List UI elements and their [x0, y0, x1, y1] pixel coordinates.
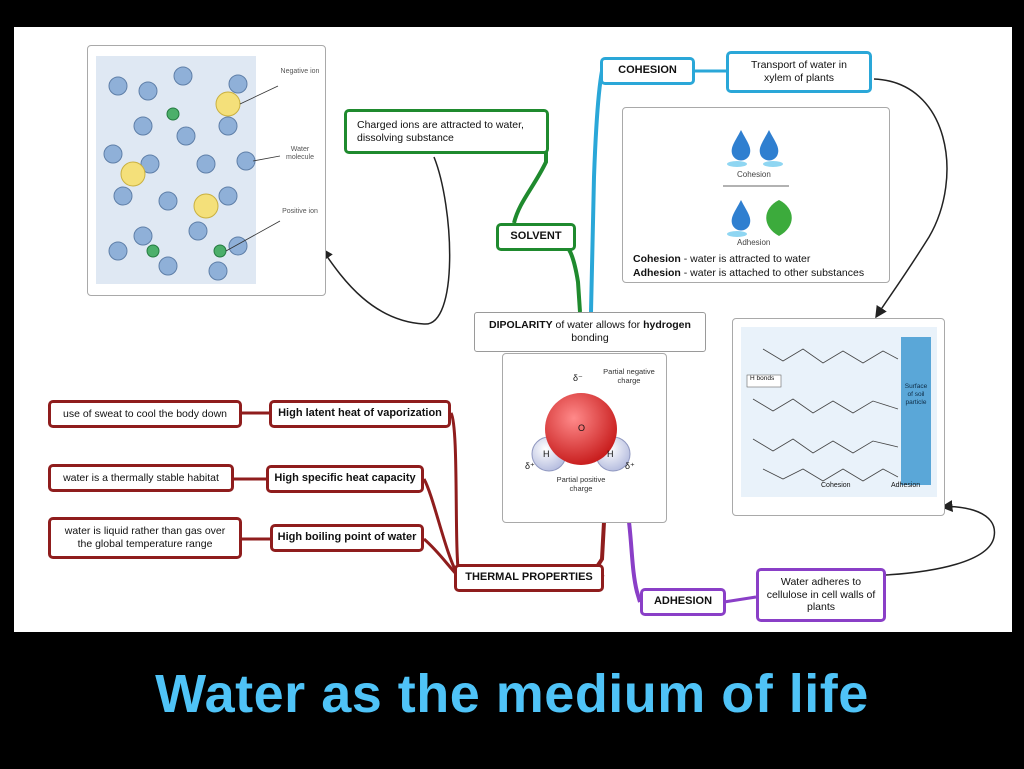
cohesion-label: COHESION	[600, 57, 695, 85]
dipolarity-text: DIPOLARITY of water allows for hydrogen b…	[489, 319, 691, 344]
bonding-word: bonding	[571, 332, 609, 344]
hydrogen-right-label: H	[607, 449, 614, 459]
solvent-label-text: SOLVENT	[510, 230, 562, 243]
adhesion-droplet-and-leaf	[727, 200, 792, 237]
cohesion-arrow	[873, 78, 948, 319]
cohesion-droplets	[727, 130, 783, 167]
figure-adhesion-label: Adhesion	[891, 482, 921, 489]
thermal-property-1: High latent heat of vaporization	[269, 400, 451, 428]
thermal-example-1-text: use of sweat to cool the body down	[62, 407, 228, 420]
thermal-item1-connector	[449, 412, 461, 578]
cohesion-adhesion-illustration	[723, 130, 792, 237]
dipolarity-node: DIPOLARITY of water allows for hydrogen b…	[474, 312, 706, 352]
cohesion-label-text: COHESION	[618, 64, 677, 77]
adhesion-term: Adhesion	[633, 267, 681, 280]
partial-positive-label: Partial positive charge	[556, 475, 606, 493]
cohesion-term: Cohesion	[633, 253, 681, 265]
partial-negative-label: Partial negative charge	[603, 367, 655, 385]
adhesion-def: - water is attached to other substances	[680, 267, 865, 280]
cohesion-caption: Cohesion	[737, 170, 771, 179]
water-molecules	[103, 66, 256, 281]
water-molecule-label: Water molecule	[285, 146, 314, 161]
cohesion-note: Transport of water in xylem of plants	[726, 51, 872, 93]
positive-ion-label: Positive ion	[282, 208, 318, 215]
adhesion-note-text: Water adheres to cellulose in cell walls…	[766, 576, 876, 614]
cohesion-figure: Cohesion Adhesion Cohesion - water is at…	[622, 107, 890, 283]
dipolarity-word: DIPOLARITY	[489, 319, 553, 332]
adhesion-arrow	[885, 500, 996, 576]
oxygen-atom	[545, 393, 617, 465]
adhesion-definition: Adhesion - water is attached to other su…	[633, 266, 885, 280]
cohesion-def: - water is attracted to water	[680, 253, 811, 265]
delta-plus-left-label: δ⁺	[525, 461, 535, 471]
thermal-property-3-text: High boiling point of water	[277, 531, 417, 544]
mind-map-slide: Negative ion Water molecule Positive ion…	[14, 27, 1012, 632]
solvent-note: Charged ions are attracted to water, dis…	[344, 109, 549, 154]
soil-surface-label: Surface of soil particle	[904, 383, 928, 406]
thermal-example-3-text: water is liquid rather than gas over the…	[64, 525, 226, 550]
thermal-property-1-text: High latent heat of vaporization	[278, 407, 442, 420]
thermal-item2-connector	[422, 478, 461, 578]
adhesion-connector	[627, 521, 642, 603]
soil-particle-surface	[901, 337, 931, 485]
water-chains	[752, 348, 899, 482]
adhesion-figure: H bonds Surface of soil particle Cohesio…	[732, 318, 945, 516]
solvent-note-text: Charged ions are attracted to water, dis…	[357, 118, 524, 144]
thermal-example-2: water is a thermally stable habitat	[48, 464, 234, 492]
thermal-properties-label: THERMAL PROPERTIES	[454, 564, 604, 592]
solvent-label: SOLVENT	[496, 223, 576, 251]
adhesion-caption: Adhesion	[737, 238, 771, 247]
adhesion-label: ADHESION	[640, 588, 726, 616]
adhesion-label-text: ADHESION	[653, 595, 713, 608]
thermal-property-3: High boiling point of water	[270, 524, 424, 552]
thermal-example-3: water is liquid rather than gas over the…	[48, 517, 242, 559]
thermal-properties-text: THERMAL PROPERTIES	[465, 571, 593, 584]
ions-in-water-illustration	[96, 56, 281, 284]
negative-ion-label: Negative ion	[280, 68, 320, 75]
cohesion-definition: Cohesion - water is attracted to water	[633, 252, 885, 266]
negative-ions	[120, 91, 241, 219]
thermal-example-1: use of sweat to cool the body down	[48, 400, 242, 428]
adhesion-note-connector	[723, 595, 757, 604]
thermal-example-2-text: water is a thermally stable habitat	[63, 471, 219, 484]
thermal-property-2-text: High specific heat capacity	[274, 472, 416, 485]
thermal-property-2: High specific heat capacity	[266, 465, 424, 493]
h-bonds-label: H bonds	[750, 375, 775, 382]
hydrogen-bonds-illustration	[741, 327, 937, 497]
figure-cohesion-label: Cohesion	[821, 482, 851, 489]
cohesion-definitions: Cohesion - water is attracted to water A…	[633, 252, 885, 280]
adhesion-note: Water adheres to cellulose in cell walls…	[756, 568, 886, 622]
water-molecule-figure: O H H δ⁻ δ⁺ δ⁺ Partial negative charge P…	[502, 353, 667, 523]
slide-title: Water as the medium of life	[155, 664, 869, 724]
solvent-figure: Negative ion Water molecule Positive ion	[87, 45, 326, 296]
delta-plus-right-label: δ⁺	[625, 461, 635, 471]
hydrogen-left-label: H	[543, 449, 550, 459]
dipolarity-rest: of water allows for	[552, 319, 644, 332]
delta-minus-label: δ⁻	[573, 373, 583, 383]
solvent-arrow	[321, 156, 451, 325]
cohesion-note-text: Transport of water in xylem of plants	[751, 59, 847, 84]
cohesion-connector	[589, 70, 604, 313]
oxygen-label: O	[578, 423, 586, 433]
polar-water-molecule	[531, 393, 631, 472]
positive-ions	[146, 107, 227, 258]
hydrogen-word: hydrogen	[643, 319, 691, 332]
